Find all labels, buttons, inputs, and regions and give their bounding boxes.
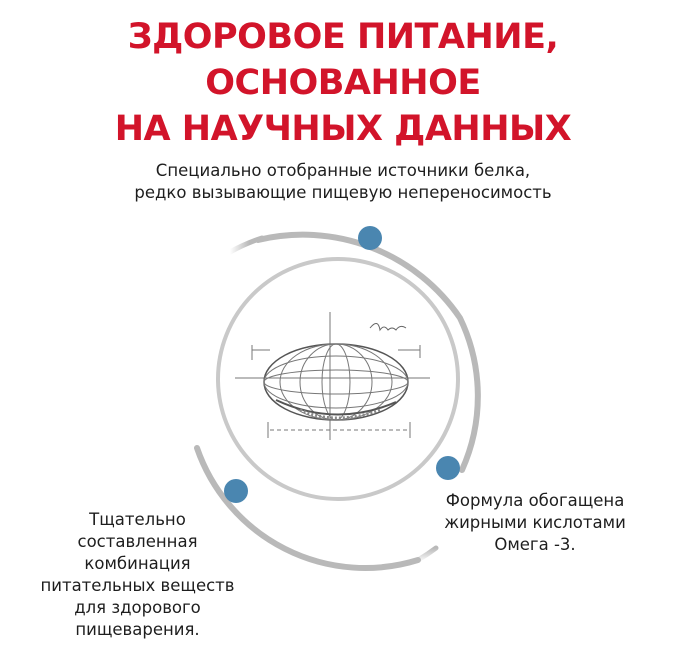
marker-top (358, 226, 382, 250)
outer-arc-bottom-fade (415, 545, 439, 563)
outer-arc-bottom (194, 445, 421, 571)
benefit-digestion-line-4: питательных веществ (40, 576, 235, 595)
benefit-digestion-line-2: составленная (77, 532, 198, 551)
marker-left (224, 479, 248, 503)
benefit-omega-line-1: Формула обогащена (445, 491, 625, 510)
outer-arc-top-left-fade (227, 235, 265, 255)
benefit-omega-line-2: жирными кислотами (444, 513, 626, 532)
title-line-1: ЗДОРОВОЕ ПИТАНИЕ, ОСНОВАННОЕ (127, 17, 559, 103)
benefit-digestion-line-5: для здорового (74, 598, 201, 617)
benefit-omega-line-3: Омега -3. (494, 535, 576, 554)
benefit-digestion-caption: Тщательно составленная комбинация питате… (30, 509, 245, 641)
outer-arc-top-right (255, 231, 481, 473)
benefit-digestion-line-3: комбинация (84, 554, 191, 573)
benefit-digestion-line-6: пищеварения. (75, 620, 200, 639)
benefit-omega-caption: Формула обогащена жирными кислотами Омег… (440, 490, 630, 556)
benefit-protein-caption: Специально отобранные источники белка, р… (0, 160, 686, 204)
title-line-2: НА НАУЧНЫХ ДАННЫХ (114, 109, 572, 149)
inner-ring (216, 257, 460, 501)
benefit-protein-line-1: Специально отобранные источники белка, (155, 161, 531, 180)
marker-right (436, 456, 460, 480)
kibble-sketch-icon (235, 312, 430, 440)
page-title: ЗДОРОВОЕ ПИТАНИЕ, ОСНОВАННОЕ НА НАУЧНЫХ … (0, 14, 686, 152)
benefit-protein-line-2: редко вызывающие пищевую непереносимость (134, 183, 552, 202)
benefit-digestion-line-1: Тщательно (89, 510, 186, 529)
